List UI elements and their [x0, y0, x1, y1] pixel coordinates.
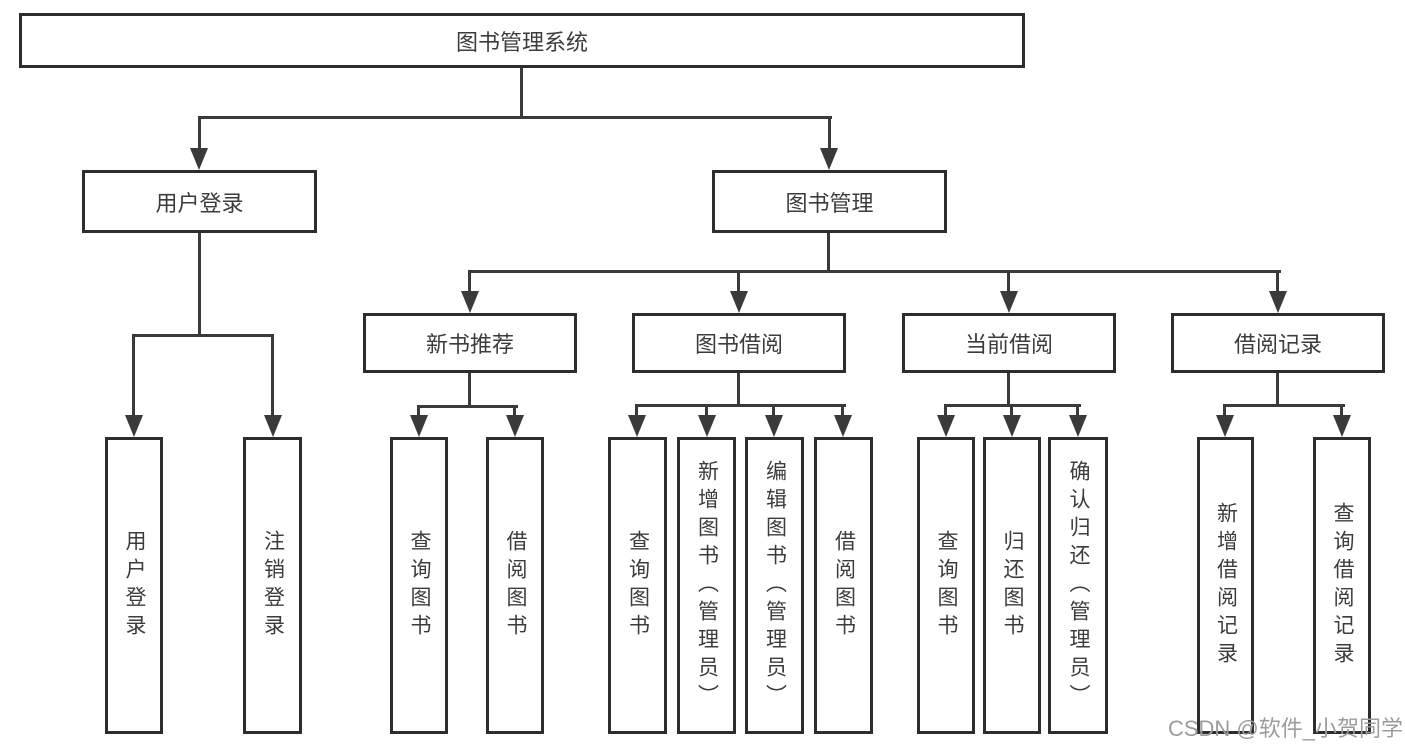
connector-segment [417, 405, 420, 418]
arrow-down-icon [698, 415, 716, 437]
leaf-edit-book-admin: 编辑图书（管理员） [745, 437, 804, 734]
node-borrow-records: 借阅记录 [1171, 313, 1385, 373]
connector-segment [737, 373, 740, 407]
connector-segment [1007, 373, 1010, 407]
arrow-down-icon [410, 415, 428, 437]
connector-segment [635, 404, 638, 418]
leaf-confirm-return-admin: 确认归还（管理员） [1048, 437, 1108, 734]
connector-segment [1223, 404, 1345, 407]
connector-segment [198, 233, 201, 337]
connector-segment [944, 404, 947, 418]
connector-segment [827, 233, 830, 273]
arrow-down-icon [1269, 291, 1287, 313]
connector-segment [132, 334, 274, 337]
leaf-add-book-admin: 新增图书（管理员） [677, 437, 736, 734]
arrow-down-icon [730, 291, 748, 313]
connector-segment [737, 270, 740, 295]
arrow-down-icon [1069, 415, 1087, 437]
connector-segment [1223, 404, 1226, 418]
connector-segment [468, 270, 471, 295]
node-user-login: 用户登录 [82, 170, 317, 233]
connector-segment [772, 404, 775, 418]
connector-segment [1007, 270, 1010, 295]
arrow-down-icon [190, 148, 208, 170]
connector-segment [132, 334, 135, 417]
arrow-down-icon [937, 415, 955, 437]
connector-segment [417, 405, 518, 408]
connector-segment [705, 404, 708, 418]
leaf-return-book: 归还图书 [983, 437, 1041, 734]
leaf-logout: 注销登录 [243, 437, 302, 734]
connector-segment [198, 116, 201, 150]
csdn-watermark: CSDN @软件_小贺同学 [1167, 716, 1403, 741]
arrow-down-icon [628, 415, 646, 437]
leaf-query-books-current: 查询图书 [917, 437, 975, 734]
arrow-down-icon [1216, 415, 1234, 437]
arrow-down-icon [1000, 291, 1018, 313]
arrow-down-icon [461, 291, 479, 313]
node-root: 图书管理系统 [19, 13, 1025, 68]
leaf-borrow-books: 借阅图书 [814, 437, 873, 734]
connector-segment [635, 404, 846, 407]
connector-segment [468, 373, 471, 407]
node-new-book-recommend: 新书推荐 [363, 313, 577, 373]
leaf-query-books-recommend: 查询图书 [390, 437, 448, 734]
arrow-down-icon [820, 148, 838, 170]
arrow-down-icon [1003, 415, 1021, 437]
arrow-down-icon [834, 415, 852, 437]
connector-segment [1276, 373, 1279, 407]
connector-segment [513, 405, 516, 418]
leaf-borrow-books-recommend: 借阅图书 [486, 437, 544, 734]
arrow-down-icon [506, 415, 524, 437]
connector-segment [1010, 404, 1013, 418]
leaf-query-borrow-record: 查询借阅记录 [1313, 437, 1371, 734]
arrow-down-icon [1333, 415, 1351, 437]
connector-segment [271, 334, 274, 417]
leaf-add-borrow-record: 新增借阅记录 [1197, 437, 1254, 734]
connector-segment [828, 116, 831, 150]
arrow-down-icon [125, 415, 143, 437]
connector-segment [468, 270, 1281, 273]
connector-segment [1276, 270, 1279, 295]
arrow-down-icon [264, 415, 282, 437]
node-book-borrow: 图书借阅 [632, 313, 846, 373]
node-current-borrow: 当前借阅 [902, 313, 1116, 373]
connector-segment [1076, 404, 1079, 418]
arrow-down-icon [765, 415, 783, 437]
node-book-management: 图书管理 [712, 170, 947, 233]
connector-segment [198, 116, 832, 119]
leaf-query-books-borrow: 查询图书 [608, 437, 667, 734]
connector-segment [1340, 404, 1343, 418]
connector-segment [520, 67, 523, 118]
connector-segment [841, 404, 844, 418]
leaf-user-login: 用户登录 [105, 437, 163, 734]
